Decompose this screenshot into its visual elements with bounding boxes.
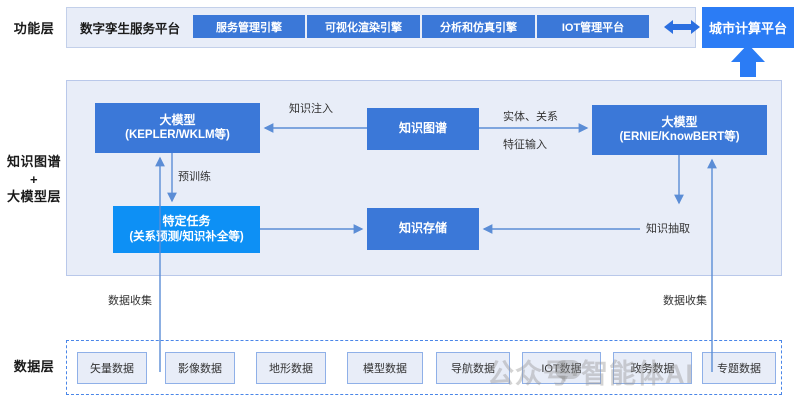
node-task-line2: (关系预测/知识补全等) — [129, 230, 244, 243]
node-ernie-line2: (ERNIE/KnowBERT等) — [619, 131, 740, 144]
node-large-model-ernie[interactable]: 大模型 (ERNIE/KnowBERT等) — [592, 105, 767, 155]
edge-label-knowledge-extraction: 知识抽取 — [646, 223, 690, 235]
edge-label-entity-relation: 实体、关系 — [503, 111, 558, 123]
data-item-thematic[interactable]: 专题数据 — [702, 352, 776, 384]
data-item-imagery[interactable]: 影像数据 — [165, 352, 235, 384]
engine-iot-platform[interactable]: IOT管理平台 — [537, 15, 649, 38]
knowledge-layer-label-line1: 知识图谱 — [6, 154, 61, 169]
engine-visualization-render[interactable]: 可视化渲染引擎 — [307, 15, 420, 38]
thick-up-arrow-icon — [731, 44, 765, 77]
edge-label-data-collection-left: 数据收集 — [108, 295, 152, 307]
double-arrow-icon — [664, 20, 700, 34]
city-computing-platform-box[interactable]: 城市计算平台 — [702, 7, 794, 48]
edge-label-knowledge-injection: 知识注入 — [289, 103, 333, 115]
knowledge-layer-label-line3: 大模型层 — [6, 189, 61, 205]
knowledge-layer-label-line2: + — [29, 171, 39, 187]
data-item-vector[interactable]: 矢量数据 — [77, 352, 147, 384]
engine-analysis-simulation[interactable]: 分析和仿真引擎 — [422, 15, 535, 38]
data-layer-label: 数据层 — [13, 359, 55, 374]
data-item-government[interactable]: 政务数据 — [613, 352, 692, 384]
data-item-iot[interactable]: IOT数据 — [522, 352, 601, 384]
engine-service-management[interactable]: 服务管理引擎 — [193, 15, 305, 38]
node-ernie-line1: 大模型 — [661, 114, 698, 129]
node-kepler-line2: (KEPLER/WKLM等) — [125, 129, 230, 142]
node-knowledge-graph[interactable]: 知识图谱 — [367, 108, 479, 150]
edge-label-data-collection-right: 数据收集 — [663, 295, 707, 307]
edge-label-feature-input: 特征输入 — [503, 139, 547, 151]
digital-twin-platform-title: 数字孪生服务平台 — [80, 22, 181, 36]
data-layer-panel — [66, 340, 782, 395]
data-item-navigation[interactable]: 导航数据 — [436, 352, 510, 384]
node-store-label: 知识存储 — [398, 221, 447, 236]
node-knowledge-storage[interactable]: 知识存储 — [367, 208, 479, 250]
data-item-model[interactable]: 模型数据 — [347, 352, 423, 384]
data-item-terrain[interactable]: 地形数据 — [256, 352, 326, 384]
node-specific-task[interactable]: 特定任务 (关系预测/知识补全等) — [113, 206, 260, 253]
node-task-line1: 特定任务 — [162, 214, 211, 228]
functional-layer-label: 功能层 — [13, 21, 55, 36]
knowledge-layer-label: 知识图谱 + 大模型层 — [4, 153, 64, 206]
node-large-model-kepler[interactable]: 大模型 (KEPLER/WKLM等) — [95, 103, 260, 153]
node-kg-label: 知识图谱 — [398, 121, 447, 136]
node-kepler-line1: 大模型 — [159, 112, 196, 127]
edge-label-pretrain: 预训练 — [178, 171, 211, 183]
